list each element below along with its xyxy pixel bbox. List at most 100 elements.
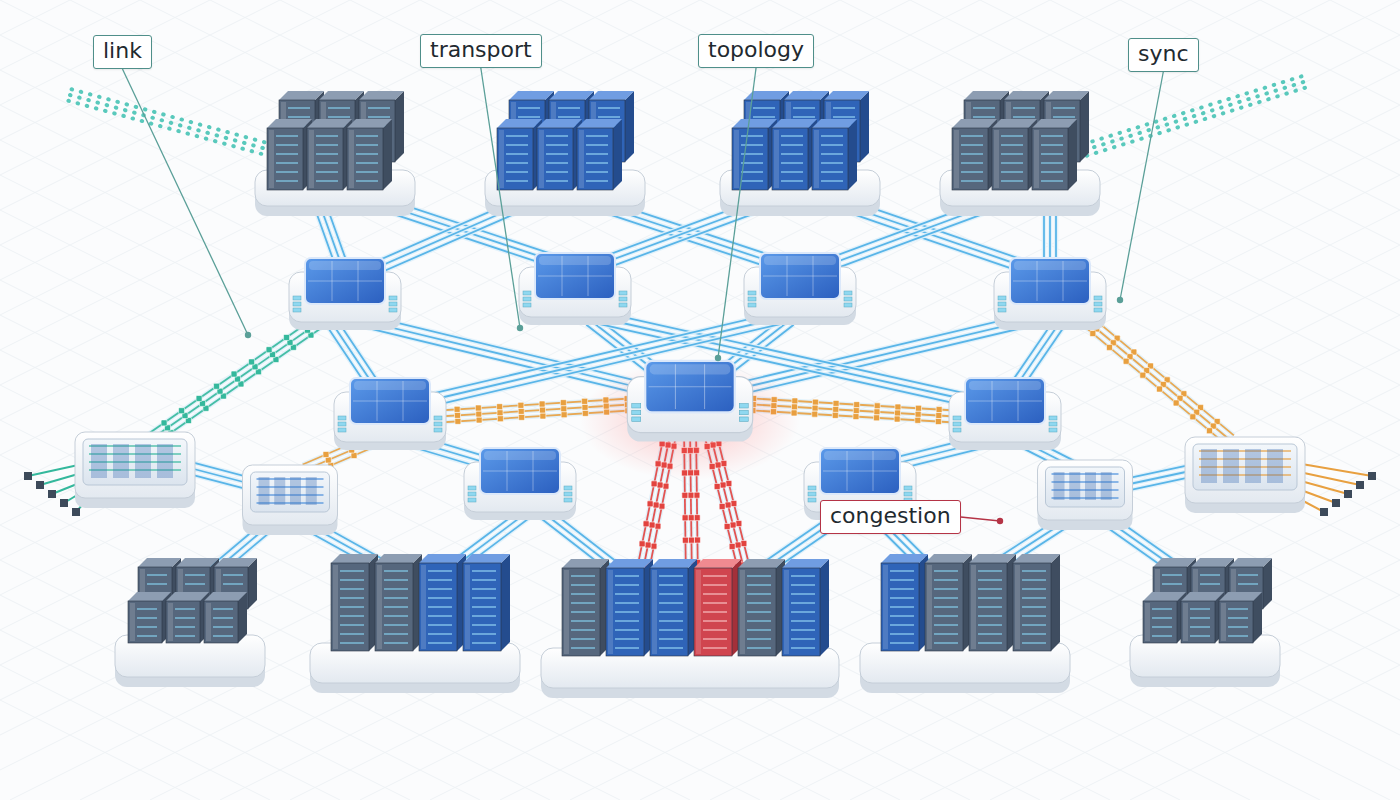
cable-bead [325,457,331,463]
rack-led [586,162,608,163]
switch-chip [965,378,1045,424]
rack-side [383,119,392,190]
module-plate [251,472,330,512]
module-chip [1069,472,1080,500]
rack-side [820,559,829,656]
rack-led [1022,633,1046,634]
rack-led [506,135,528,136]
switch-port [1049,416,1057,420]
rack-led [1152,626,1172,627]
rack-led [1200,583,1220,584]
rack-sheen [269,130,274,188]
rack-sheen [206,603,211,641]
rack-front [1143,601,1177,643]
cable-bead [688,492,694,498]
cable-bead [1106,344,1112,350]
cable [822,211,992,274]
switch-port [739,417,748,421]
rack-led [213,608,233,609]
rack-led [1022,615,1046,616]
rack-led [791,584,815,585]
rack-led [703,575,727,576]
rack-front [1032,128,1068,190]
rack-sheen [652,570,657,654]
switch-port [739,404,748,408]
rack-led [890,642,914,643]
rack-led [428,633,452,634]
rack-led [1013,116,1035,117]
cable-bead [651,481,657,487]
rack-led [890,624,914,625]
cable-bead [560,400,566,406]
chip-grid [1013,281,1087,282]
cable [147,313,322,435]
rack-led [571,629,595,630]
rack-led [213,635,233,636]
rack-led [961,180,983,181]
callout-label: transport [430,37,532,63]
switch-port [468,498,476,502]
rack-led [384,633,408,634]
rack-led [1041,171,1063,172]
switch-port [953,428,961,432]
cable-bead [179,408,185,414]
rack-sheen [774,130,779,188]
module-chip [290,477,301,505]
cable-bead [1190,414,1196,420]
rack-led [316,153,338,154]
rack-top [1219,592,1262,601]
rack-top [650,559,697,568]
rack-led [1001,144,1023,145]
cable-bead [741,541,747,547]
switch-port [523,291,531,295]
switch-port [564,486,572,490]
rack-led [472,570,496,571]
rack-sheen [579,130,584,188]
switch-port [434,428,442,432]
rack-front [331,563,369,651]
rack-led [961,153,983,154]
rack-front [419,563,457,651]
interface-module [243,465,338,535]
callout-box: transport [420,34,542,68]
rack-led [472,633,496,634]
server-rack [331,554,378,651]
rack-front [925,563,963,651]
rack-led [821,135,843,136]
switch-port [844,303,852,307]
switch-port [998,302,1006,306]
chip-grid [353,401,427,402]
rack-led [833,107,855,108]
rack-top [969,554,1016,563]
rack-led [185,583,205,584]
rack-led [741,180,763,181]
grid-line [1050,0,1400,800]
cable-bead [833,400,839,406]
module-chip [1201,449,1217,483]
grid-line [150,0,1400,800]
rack-led [546,171,568,172]
cable-bead [454,406,460,412]
rack-top [166,592,209,601]
rack-led [571,602,595,603]
switch-port [293,308,301,312]
server-rack [1032,119,1077,190]
rack-led [571,620,595,621]
rack-led [276,135,298,136]
grid-line [0,0,1190,800]
rack-top [1153,558,1196,567]
rack-front [463,563,501,651]
cable [1084,310,1234,435]
rack-led [615,647,639,648]
wire-terminal [24,472,32,480]
network-switch [464,448,576,520]
server-rack [166,592,209,643]
callout-box: congestion [820,500,961,534]
rack-sheen [539,130,544,188]
rack-front [375,563,413,651]
rack-led [1001,180,1023,181]
module-chip [135,444,151,478]
rack-sheen [608,570,613,654]
rack-led [223,574,243,575]
